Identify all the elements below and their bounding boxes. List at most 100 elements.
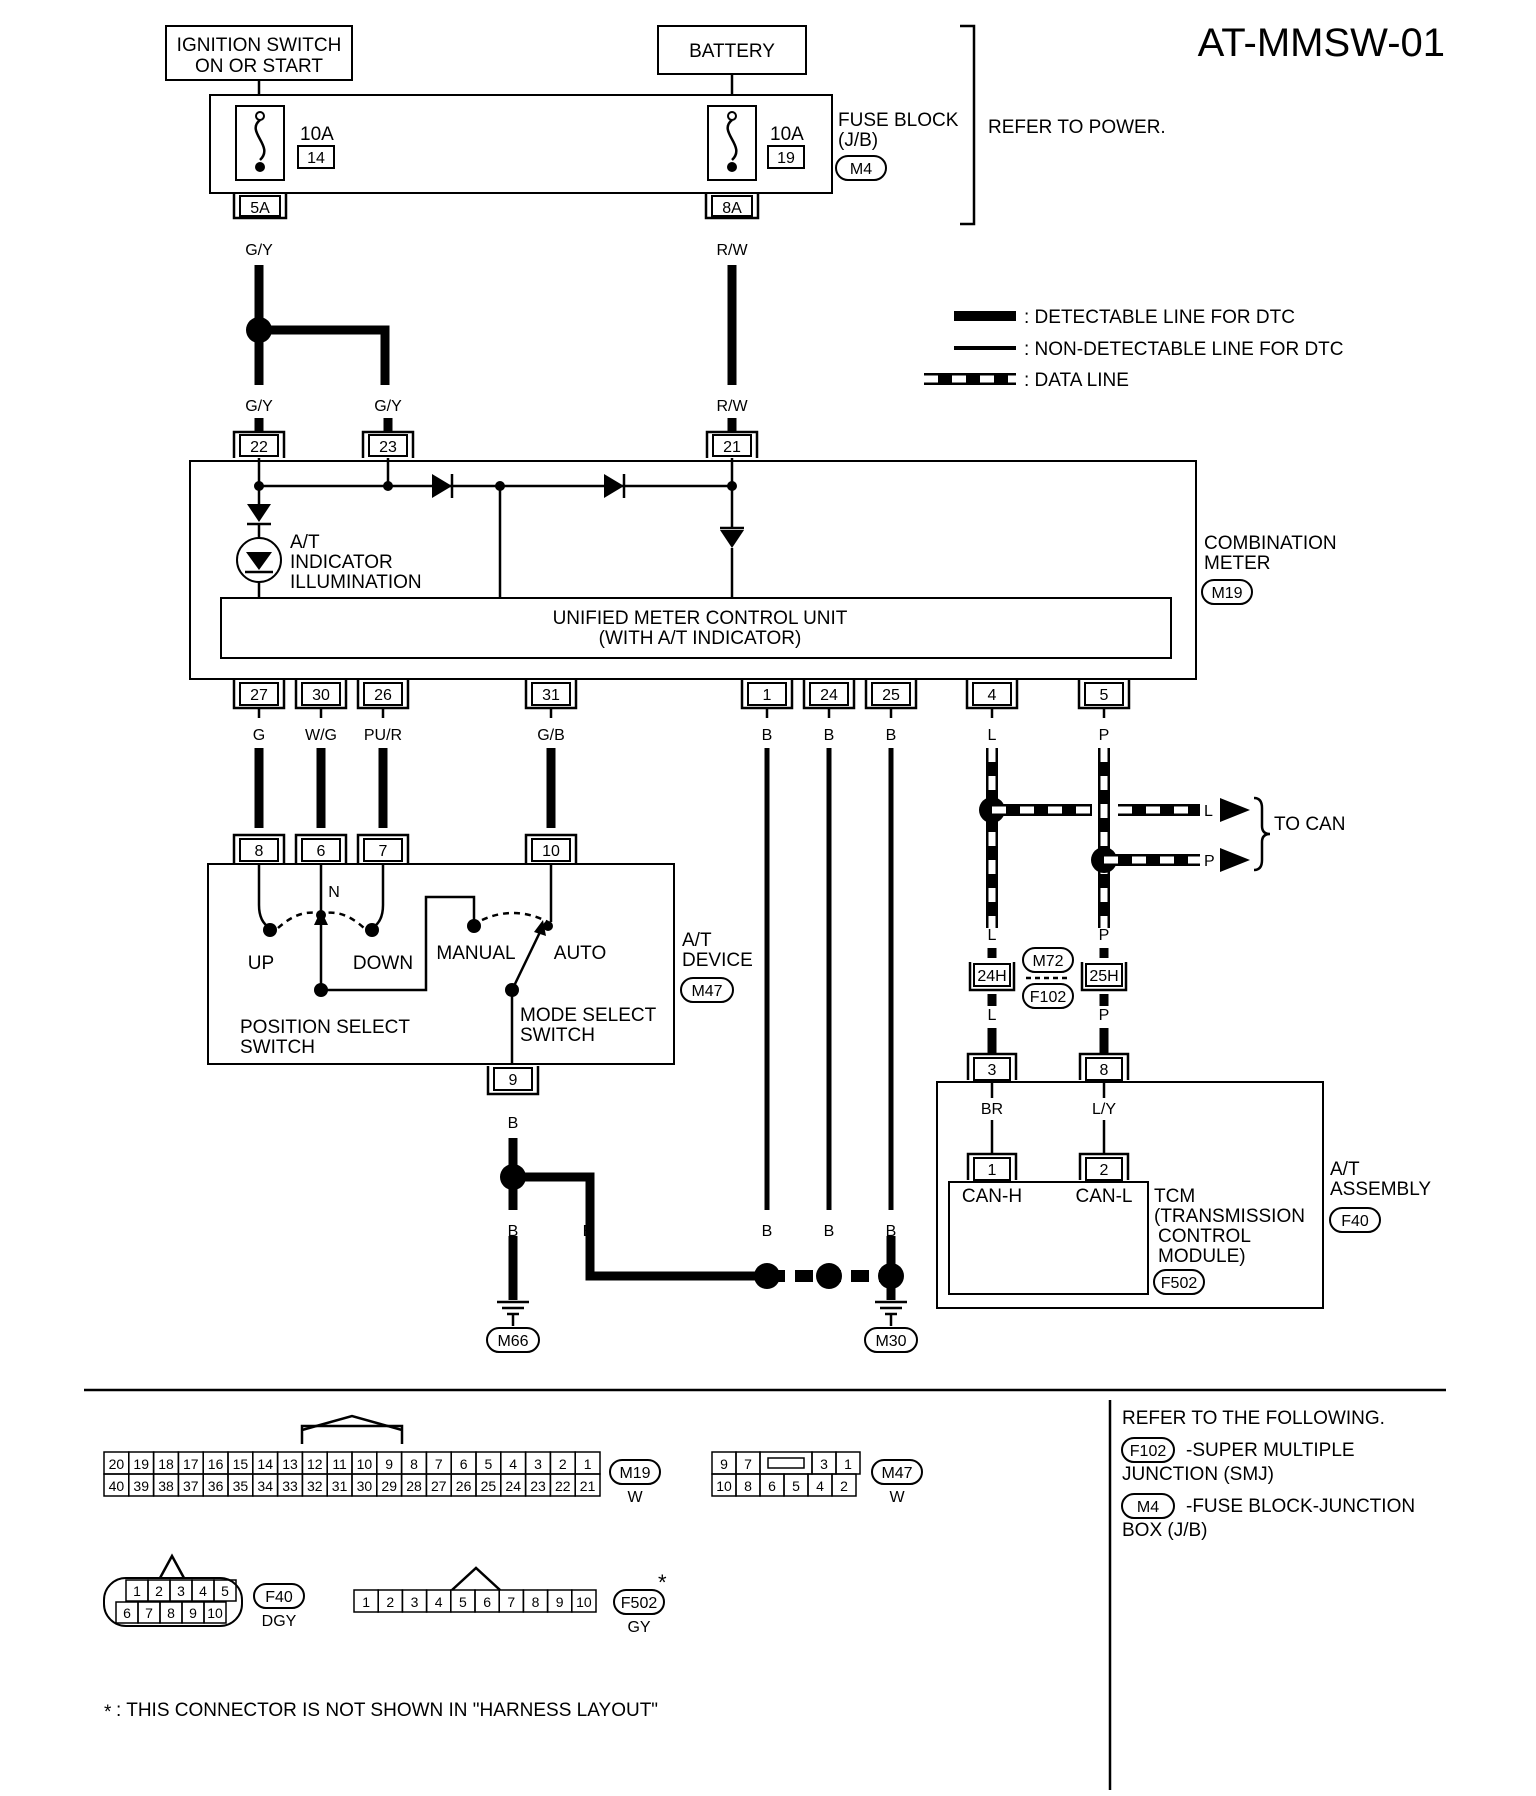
auto-label: AUTO (554, 943, 606, 964)
pin-21-label: 21 (723, 439, 741, 456)
junction-pin-25h: 25H (1089, 968, 1118, 985)
fuse-block-label-1: FUSE BLOCK (838, 110, 959, 131)
meter-label-2: METER (1204, 553, 1271, 574)
connector-cell: 10 (351, 1451, 378, 1475)
connector-cell: 3 (524, 1451, 552, 1475)
junction-m72: M72 (1032, 953, 1063, 970)
at-device-pins: 8 6 7 10 (232, 833, 578, 863)
connector-cell: 32 (301, 1473, 328, 1497)
wire-br: BR (981, 1101, 1003, 1118)
footnote: : THIS CONNECTOR IS NOT SHOWN IN "HARNES… (116, 1700, 658, 1721)
meter-pin-label: 30 (312, 687, 330, 704)
connector-cell-label: 1 (584, 1456, 592, 1472)
connector-name: F40 (265, 1589, 293, 1606)
assembly-label-2: ASSEMBLY (1330, 1179, 1431, 1200)
ground-symbol-right (875, 1300, 907, 1326)
meter-pin-31: 31G/B (524, 680, 578, 744)
refer-item1-conn: F102 (1130, 1443, 1167, 1460)
connector-cell: 10 (711, 1473, 737, 1497)
connector-name: F502 (621, 1595, 658, 1612)
connector-cell: 4 (425, 1589, 452, 1613)
connector-cell-label: 16 (208, 1456, 224, 1472)
tcm-label-1: TCM (1154, 1186, 1195, 1207)
connector-name: M47 (881, 1465, 912, 1482)
connector-cell: 6 (115, 1601, 139, 1624)
connector-cell-label: 1 (133, 1583, 141, 1599)
connector-cell-label: 10 (357, 1456, 373, 1472)
connector-cell-label: 25 (481, 1478, 497, 1494)
connector-cell: 29 (376, 1473, 403, 1497)
wire-gy-top: G/Y (245, 242, 273, 259)
connector-color: W (889, 1489, 905, 1506)
tcm-label-3: CONTROL (1158, 1226, 1251, 1247)
fuse1-number: 14 (307, 150, 325, 167)
connector-cell-label: 9 (385, 1456, 393, 1472)
at-pin-7-label: 7 (379, 843, 388, 860)
connector-cell-label: 2 (559, 1456, 567, 1472)
tcm-pin-1: 1 (988, 1162, 997, 1179)
wire-b-jumper: B (583, 1223, 594, 1240)
pin-22: 22 (232, 418, 286, 458)
meter-wire-label: PU/R (364, 727, 402, 744)
connector-cell-label: 15 (233, 1456, 249, 1472)
n-label: N (328, 884, 340, 901)
connector-cell-label: 1 (362, 1594, 370, 1610)
at-device: N UP DOWN MANUAL AUTO POSITION SELECT SW… (207, 863, 753, 1065)
connector-cell-label: 40 (109, 1478, 125, 1494)
connector-cell-label: 5 (221, 1583, 229, 1599)
connector-cell: 6 (474, 1589, 500, 1613)
connector-cell-label: 2 (386, 1594, 394, 1610)
connector-cell-label: 26 (456, 1478, 472, 1494)
connector-cell-label: 4 (509, 1456, 517, 1472)
wire-p-upper: P (1099, 927, 1110, 944)
pin-8a: 8A (704, 194, 760, 220)
connector-cell-label: 22 (555, 1478, 571, 1494)
connector-cell: 21 (574, 1473, 601, 1497)
page-code: AT-MMSW-01 (1198, 21, 1445, 65)
refer-item1-a: -SUPER MULTIPLE (1186, 1440, 1355, 1461)
assembly-pin-8: 8 (1100, 1062, 1109, 1079)
meter-pin-label: 25 (882, 687, 900, 704)
meter-pin-27: 27G (232, 680, 286, 744)
at-pin-8-label: 8 (255, 843, 264, 860)
connector-cell-label: 29 (381, 1478, 397, 1494)
at-pin-9-label: 9 (509, 1072, 518, 1089)
connector-cell: 9 (181, 1601, 205, 1624)
meter-pin-1: 1B (740, 680, 794, 744)
connector-cell-label: 2 (155, 1583, 163, 1599)
connector-cell: 8 (522, 1589, 549, 1613)
wire-label-22: G/Y (245, 398, 273, 415)
connector-cell-label: 2 (840, 1478, 848, 1494)
connector-cell: 31 (326, 1473, 353, 1497)
at-pin-7: 7 (356, 833, 410, 863)
tcm-connector: F502 (1161, 1275, 1198, 1292)
meter-pin-24: 24B (802, 680, 856, 744)
manual-label: MANUAL (436, 943, 515, 964)
ignition-switch-box: IGNITION SWITCH ON OR START (165, 25, 353, 81)
connector-cell: 7 (137, 1601, 161, 1624)
at-device-label-1: A/T (682, 930, 712, 951)
connector-cell: 24 (500, 1473, 527, 1497)
junction-m72-f102: 24H 25H M72 F102 (968, 947, 1128, 1009)
indicator-label-2: INDICATOR (290, 552, 393, 573)
connector-cell: 9 (376, 1451, 403, 1475)
pos-switch-label-2: SWITCH (240, 1037, 315, 1058)
meter-pin-label: 4 (988, 687, 997, 704)
ground-m30: M30 (875, 1333, 906, 1350)
connector-cell: 26 (450, 1473, 477, 1497)
refer-item1-b: JUNCTION (SMJ) (1122, 1464, 1274, 1485)
wire-b-pin9: B (508, 1115, 519, 1132)
connector-cell: 20 (103, 1451, 130, 1475)
meter-label-1: COMBINATION (1204, 533, 1337, 554)
connector-cell: 6 (450, 1451, 477, 1475)
connector-cell: 2 (147, 1579, 171, 1602)
fuse2-number: 19 (777, 150, 795, 167)
connector-cell: 14 (252, 1451, 279, 1475)
connector-cell: 8 (735, 1473, 761, 1497)
connector-cell-label: 10 (576, 1594, 592, 1610)
fuse-block: 10A 14 10A 19 FUSE BLOCK (J/B) M4 (209, 94, 959, 194)
can-l-label-tcm: CAN-L (1075, 1186, 1132, 1207)
legend-non-detectable: : NON-DETECTABLE LINE FOR DTC (1024, 339, 1344, 360)
